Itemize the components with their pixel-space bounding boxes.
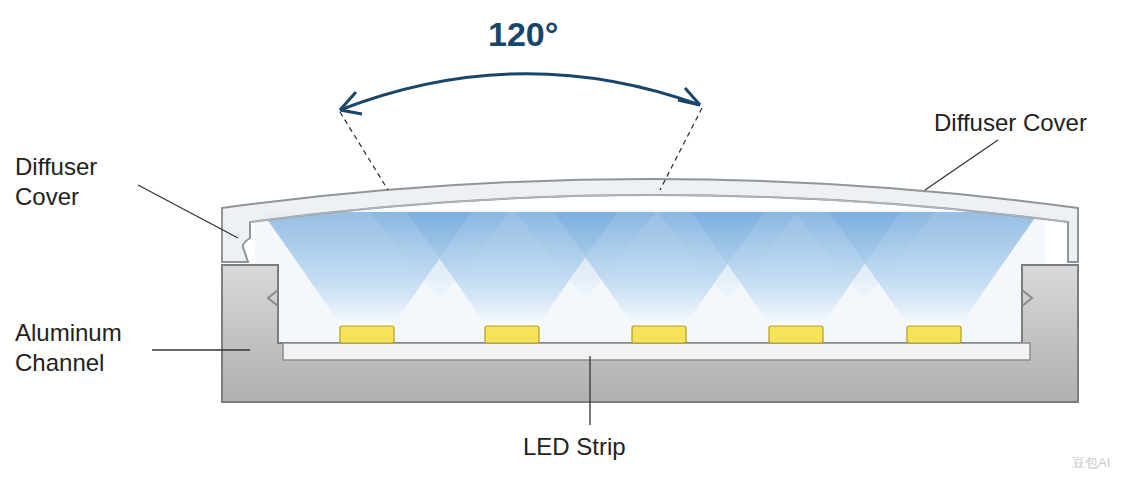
angle-arc (340, 74, 700, 110)
part-label: Diffuser Cover (15, 152, 140, 212)
part-label: LED Strip (523, 432, 626, 462)
part-label: Aluminum Channel (15, 318, 155, 378)
diffuser-cover (222, 179, 1078, 262)
light-beams (262, 212, 1039, 328)
part-label: Diffuser Cover (934, 108, 1087, 138)
watermark: 豆包AI (1072, 455, 1110, 471)
led-chips (340, 326, 961, 343)
led-strip (283, 343, 1030, 360)
aluminum-channel (222, 265, 1078, 402)
angle-value: 120° (488, 14, 558, 54)
